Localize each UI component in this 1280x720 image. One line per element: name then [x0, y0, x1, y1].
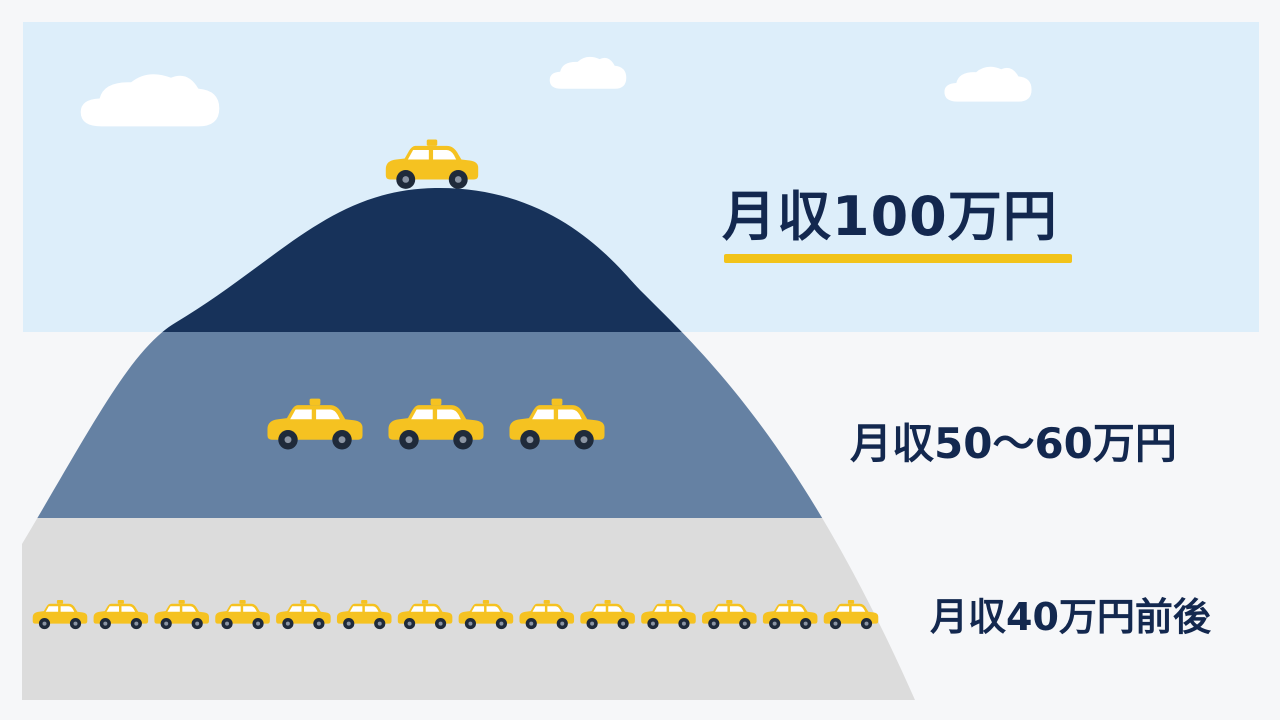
pyramid-tier-bottom — [22, 518, 915, 700]
pyramid-tier-top — [162, 187, 682, 332]
tier-label-middle: 月収50〜60万円 — [850, 419, 1177, 468]
tier-label-bottom: 月収40万円前後 — [930, 595, 1211, 639]
tier-label-top: 月収100万円 — [722, 185, 1058, 248]
top-tier-underline — [724, 254, 1072, 263]
sky-band — [23, 22, 1259, 332]
